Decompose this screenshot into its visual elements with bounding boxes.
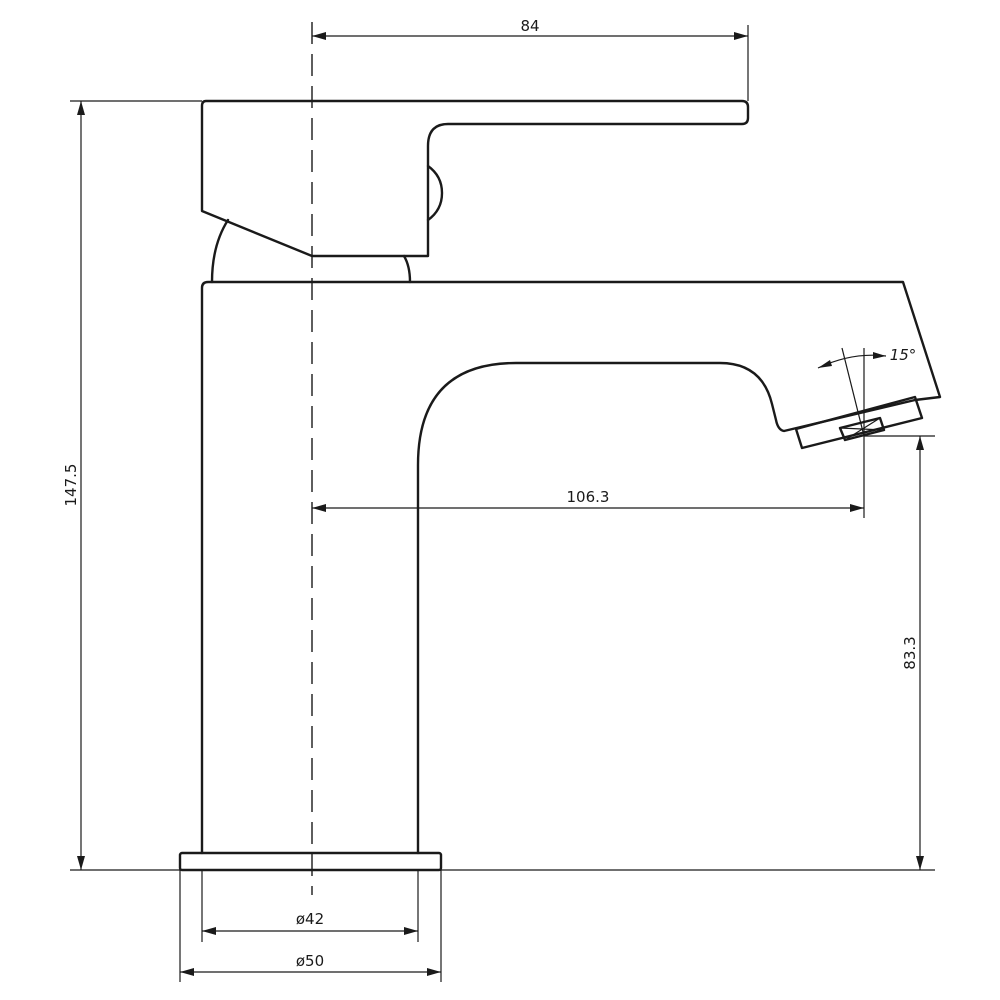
arrowhead [404,927,418,935]
tap-body [200,280,942,855]
arrowhead [202,927,216,935]
arrowhead [916,856,924,870]
dim-label-body-diameter: ø42 [296,910,324,928]
arrowhead [850,504,864,512]
collar-right [402,254,412,284]
dim-label-aerator-angle: 15° [890,346,917,364]
dim-label-spout-reach: 106.3 [567,488,610,506]
arrowhead [180,968,194,976]
arrowhead [312,32,326,40]
arrowhead [312,504,326,512]
cartridge-collar [210,218,230,284]
dim-label-base-diameter: ø50 [296,952,324,970]
arrowhead [77,101,85,115]
dim-label-overall-height: 147.5 [62,464,80,507]
arrowhead [916,436,924,450]
handle-pivot-knob [426,164,444,222]
lever-handle [200,99,750,258]
ext-line [841,347,865,437]
dim-label-handle-reach: 84 [520,17,539,35]
arrowhead [734,32,748,40]
arrowhead [77,856,85,870]
arrowhead [873,352,886,359]
arrowhead [427,968,441,976]
arrowhead [818,360,832,368]
aerator-housing [794,395,924,450]
dim-label-spout-height: 83.3 [901,636,919,669]
base-plate [178,851,443,872]
